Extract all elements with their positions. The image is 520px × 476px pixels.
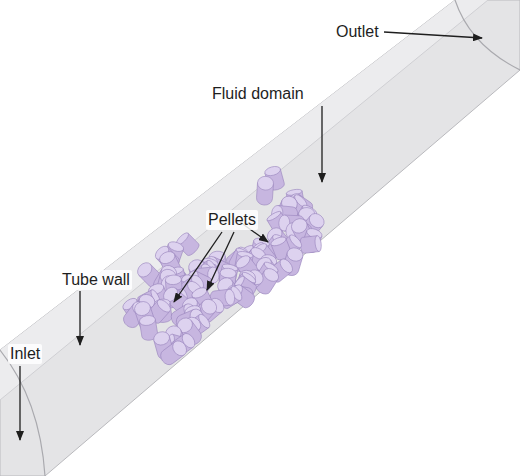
leader-line — [321, 106, 322, 182]
leader-line — [19, 366, 20, 440]
pellet-top — [261, 266, 281, 284]
leader-line — [174, 232, 222, 302]
part-label: Outlet — [334, 22, 381, 42]
pellet-top — [155, 297, 172, 314]
pellet-top — [133, 300, 153, 318]
part-label: Fluid domain — [210, 84, 306, 104]
inlet-face — [0, 350, 45, 476]
leader-line — [207, 232, 234, 290]
leader-line — [384, 32, 482, 38]
tube-face — [0, 0, 488, 400]
pellet-top — [139, 314, 156, 326]
tube-edge — [0, 0, 488, 400]
pellet-top — [286, 246, 305, 263]
part-label: Pellets — [206, 210, 258, 230]
part-label: Tube wall — [60, 270, 132, 290]
pellet — [256, 176, 274, 206]
pellet-top — [278, 257, 295, 275]
pellet-top — [264, 165, 282, 177]
pellet — [300, 227, 323, 255]
pellet-top — [288, 233, 304, 250]
pellet-top — [257, 176, 274, 191]
pellet — [158, 338, 190, 367]
pellet-top — [220, 268, 237, 279]
pellet-top — [158, 249, 177, 266]
pellet-top — [270, 235, 287, 247]
pellet-top — [165, 275, 182, 286]
pellet-top — [224, 289, 235, 306]
pellet-top — [314, 235, 322, 252]
pellet-top — [170, 338, 190, 358]
pellet — [299, 235, 322, 253]
pellet-top — [135, 260, 155, 280]
outlet-face — [455, 0, 520, 70]
leader-line — [79, 291, 80, 345]
part-label: Inlet — [8, 344, 42, 364]
pellet-bed — [121, 165, 327, 368]
pellet-top — [152, 330, 171, 347]
